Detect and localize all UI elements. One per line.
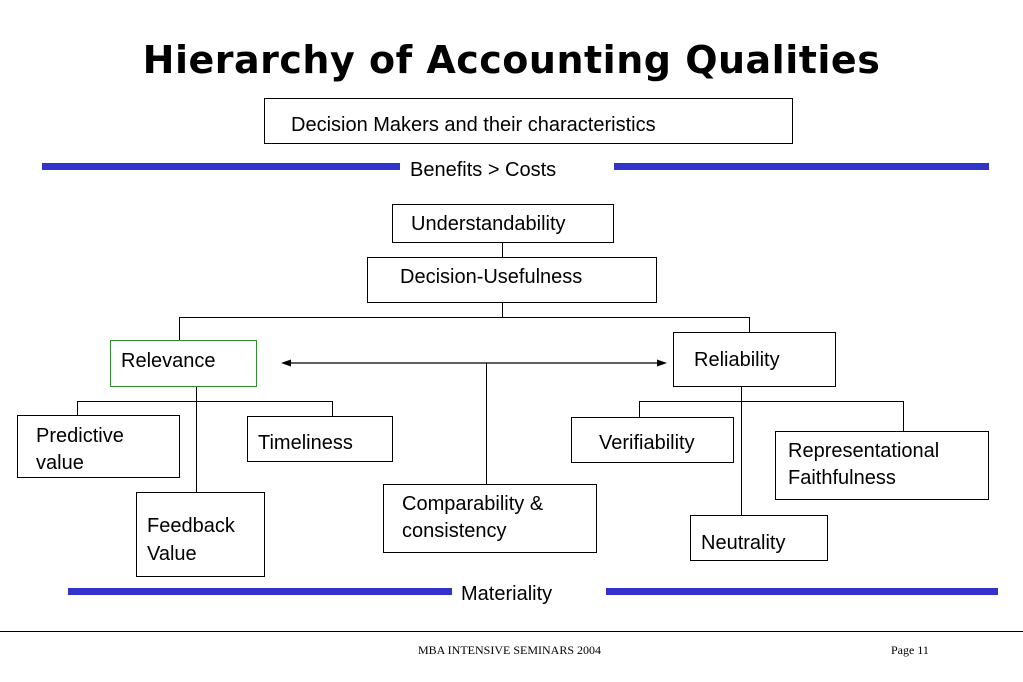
predictive-value-box: Predictive value: [17, 415, 180, 478]
connector-to-timeliness: [332, 401, 333, 416]
representational-faithfulness-box: Representational Faithfulness: [775, 431, 989, 500]
benefits-costs-label: Benefits > Costs: [410, 159, 557, 181]
decision-usefulness-box: Decision-Usefulness: [367, 257, 657, 303]
neutrality-box: Neutrality: [690, 515, 828, 561]
connector-relevance-horizontal: [77, 401, 333, 402]
decision-usefulness-label: Decision-Usefulness: [400, 266, 583, 288]
decision-makers-label: Decision Makers and their characteristic…: [291, 114, 656, 136]
predictive-value-line-2: value: [36, 452, 84, 474]
verifiability-box: Verifiability: [571, 417, 734, 463]
comparability-line-2: consistency: [402, 520, 507, 542]
materiality-band-left: [68, 588, 452, 595]
comparability-box: Comparability & consistency: [383, 484, 597, 553]
connector-to-reliability: [749, 317, 750, 333]
connector-comparability-vertical: [486, 363, 487, 485]
understandability-box: Understandability: [392, 204, 614, 243]
footer-divider: [0, 631, 1023, 632]
page-title: Hierarchy of Accounting Qualities: [142, 38, 881, 82]
connector-top-horizontal: [179, 317, 750, 318]
footer-center-text: MBA INTENSIVE SEMINARS 2004: [418, 643, 602, 657]
timeliness-label: Timeliness: [258, 432, 353, 454]
verifiability-label: Verifiability: [599, 432, 695, 454]
feedback-value-line-2: Value: [147, 543, 197, 565]
connector-to-relevance: [179, 317, 180, 341]
connector-to-verifiability: [639, 401, 640, 418]
decision-makers-box: Decision Makers and their characteristic…: [264, 98, 793, 144]
benefits-costs-band-right: [614, 163, 989, 170]
representational-line-2: Faithfulness: [788, 467, 896, 489]
connector-to-predictive: [77, 401, 78, 416]
reliability-box: Reliability: [673, 332, 836, 387]
relevance-box: Relevance: [110, 340, 257, 387]
materiality-band-right: [606, 588, 998, 595]
connector-understandability-usefulness: [502, 242, 503, 258]
understandability-label: Understandability: [411, 213, 566, 235]
connector-to-representational: [903, 401, 904, 432]
benefits-costs-band-left: [42, 163, 400, 170]
feedback-value-box: Feedback Value: [136, 492, 265, 577]
connector-relevance-down: [196, 386, 197, 493]
connector-reliability-down: [741, 386, 742, 516]
predictive-value-line-1: Predictive: [36, 425, 124, 447]
materiality-label: Materiality: [461, 583, 553, 605]
timeliness-box: Timeliness: [247, 416, 393, 462]
connector-reliability-horizontal: [639, 401, 904, 402]
representational-line-1: Representational: [788, 440, 940, 462]
comparability-line-1: Comparability &: [402, 493, 544, 515]
neutrality-label: Neutrality: [701, 532, 786, 554]
feedback-value-line-1: Feedback: [147, 515, 235, 537]
connector-usefulness-down: [502, 302, 503, 318]
relevance-label: Relevance: [121, 350, 216, 372]
reliability-label: Reliability: [694, 349, 780, 371]
footer-page-number: Page 11: [891, 643, 929, 657]
